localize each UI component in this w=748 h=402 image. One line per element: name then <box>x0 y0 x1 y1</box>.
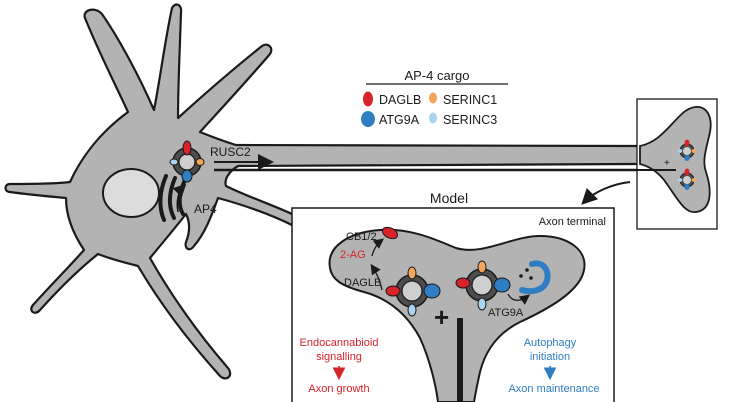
nucleus <box>102 168 160 218</box>
legend: AP-4 cargo DAGLB SERINC1 ATG9A SERINC3 <box>361 68 508 127</box>
daglb-arrow <box>370 263 383 291</box>
cb12-receptor <box>381 226 399 240</box>
legend-label-serinc3: SERINC3 <box>443 113 497 127</box>
left-outcome-bottom: Axon growth <box>308 383 369 395</box>
ap4-arrow <box>172 183 187 213</box>
legend-swatch-serinc3 <box>429 112 437 124</box>
two-ag-arrow <box>371 238 385 257</box>
legend-swatch-serinc1 <box>429 92 437 104</box>
legend-label-atg9a: ATG9A <box>379 113 420 127</box>
cb12-label: CB1/2 <box>346 231 377 243</box>
soma-vesicle <box>169 140 205 183</box>
atg9a-arrow <box>507 293 531 305</box>
terminal-plus: + <box>664 158 670 169</box>
terminal-vesicle-bottom <box>677 168 697 190</box>
model-vesicle-left <box>385 266 441 317</box>
daglb-label: DAGLB <box>344 277 381 289</box>
right-outcome-middle: initiation <box>530 351 570 363</box>
atg9a-label: ATG9A <box>488 307 524 319</box>
model-terminal-shape <box>328 228 586 402</box>
legend-label-daglb: DAGLB <box>379 93 421 107</box>
zoom-arrow <box>581 181 631 205</box>
legend-swatch-atg9a <box>361 111 375 127</box>
right-outcome-top: Autophagy <box>524 337 577 349</box>
legend-label-serinc1: SERINC1 <box>443 93 497 107</box>
two-ag-label: 2-AG <box>340 249 366 261</box>
model-vesicle-right <box>455 260 511 311</box>
right-outcome-bottom: Axon maintenance <box>508 383 599 395</box>
model-plus: + <box>434 302 449 332</box>
ap4-label: AP4 <box>194 202 217 216</box>
rusc2-label: RUSC2 <box>210 145 251 159</box>
model-title: Model <box>430 190 468 206</box>
terminal-shape <box>639 106 712 213</box>
model-subtitle: Axon terminal <box>539 216 606 228</box>
legend-title: AP-4 cargo <box>404 68 469 83</box>
terminal-vesicle-top <box>677 139 697 161</box>
left-outcome-middle: signalling <box>316 351 362 363</box>
neuron-cell-body <box>4 3 642 380</box>
left-outcome-top: Endocannabioid <box>300 337 379 349</box>
legend-swatch-daglb <box>363 91 373 107</box>
phagophore-icon <box>519 260 551 295</box>
